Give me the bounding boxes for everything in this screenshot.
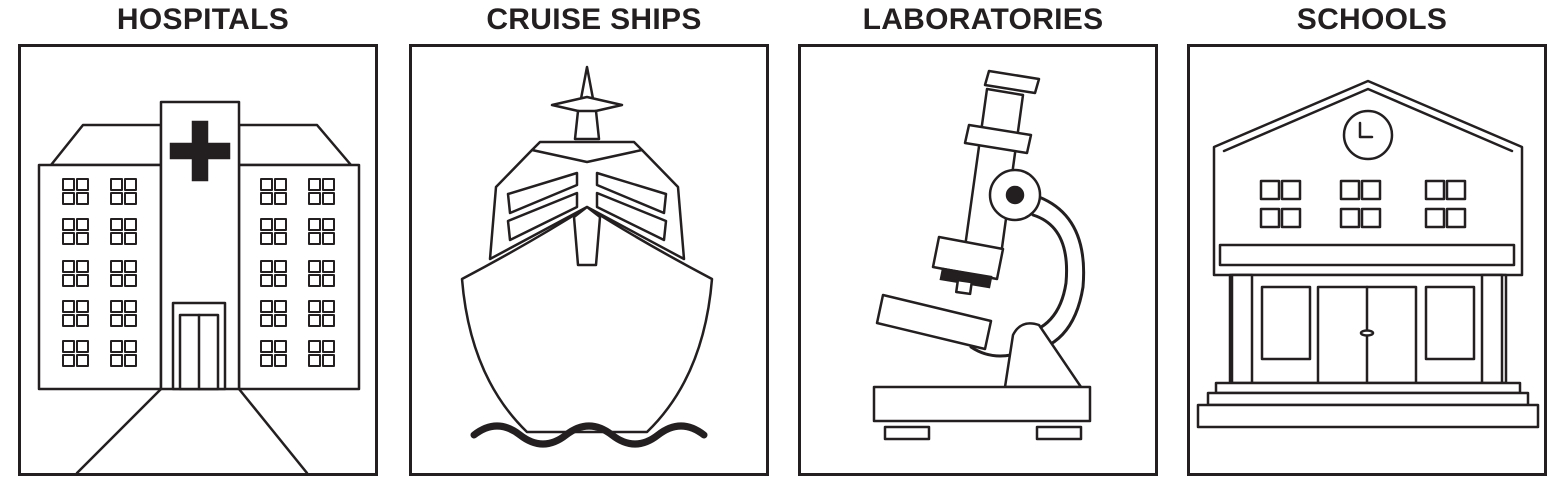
panel-title-laboratories: LABORATORIES [862,3,1104,36]
hospital-window [260,300,287,327]
hospital-icon [37,100,361,473]
upper-windows [1259,179,1467,229]
hospital-window [110,178,137,205]
panel-title-schools: SCHOOLS [1296,3,1448,36]
panel-frame-schools [1187,44,1547,476]
hospital-window [62,300,89,327]
hospital-window [260,260,287,287]
hospital-window [308,340,335,367]
panel-title-cruise-ships: CRUISE SHIPS [486,3,702,36]
panel-laboratories: LABORATORIES [798,0,1168,483]
hospital-window [110,260,137,287]
hospital-window [62,218,89,245]
panel-hospitals: HOSPITALS [18,0,388,483]
hospital-window [110,340,137,367]
hospital-window [110,300,137,327]
hospital-window [260,218,287,245]
hospital-window [62,178,89,205]
hospital-window [308,218,335,245]
hospital-window [62,340,89,367]
panel-cruise-ships: CRUISE SHIPS [409,0,779,483]
panel-frame-hospitals [18,44,378,476]
hospital-window [308,178,335,205]
panel-schools: SCHOOLS [1187,0,1557,483]
panel-frame-cruise-ships [409,44,769,476]
microscope-icon [872,69,1092,441]
cruise-ship-icon [460,65,714,448]
school-icon [1196,79,1540,429]
hospital-window [260,178,287,205]
hospital-window [308,260,335,287]
hospital-window [62,260,89,287]
hospital-window [110,218,137,245]
panel-frame-laboratories [798,44,1158,476]
panel-title-hospitals: HOSPITALS [116,3,290,36]
hospital-window [308,300,335,327]
hospital-window [260,340,287,367]
